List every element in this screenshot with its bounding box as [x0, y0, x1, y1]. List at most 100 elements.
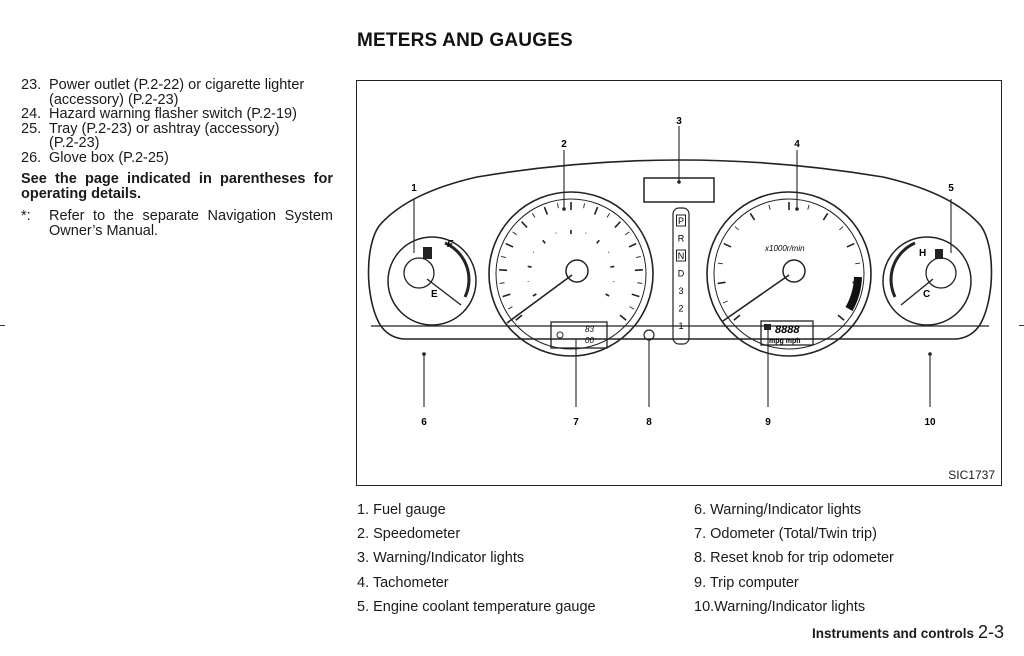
speedometer-inner-tick	[542, 239, 546, 244]
fuel-empty-mark: E	[431, 289, 438, 300]
trip-computer-digits: 8888	[775, 324, 800, 336]
speedometer-tick	[614, 221, 621, 228]
speedometer-tick	[543, 206, 549, 215]
tachometer-dial	[706, 191, 872, 357]
item-text: (accessory) (P.2-23)	[49, 91, 179, 108]
fuel-gauge-dial	[387, 236, 477, 326]
gear-position-R: R	[678, 234, 685, 244]
tachometer-tick	[723, 242, 732, 248]
callout-leaders	[413, 126, 952, 407]
temp-gauge-needle	[900, 278, 934, 306]
speedometer-tick	[515, 314, 523, 321]
footnote: *: Refer to the separate Navigation Syst…	[21, 209, 333, 238]
item-text: (P.2-23)	[49, 135, 100, 151]
operating-note: See the page indicated in parentheses fo…	[21, 171, 333, 202]
item-text: Hazard warning flasher switch (P.2-19)	[49, 106, 297, 122]
fuel-gauge-scale	[444, 241, 471, 298]
temp-hot-mark: H	[919, 248, 926, 259]
item-text: Tray (P.2-23) or ashtray (accessory)	[49, 120, 280, 137]
gear-highlight-box	[676, 214, 686, 227]
speedometer-needle	[506, 274, 573, 324]
item-number: 25.	[21, 120, 42, 137]
tachometer-tick	[855, 262, 861, 265]
gear-position-1: 1	[678, 321, 683, 331]
speedometer-inner-tick	[608, 251, 610, 253]
list-item: 24. Hazard warning flasher switch (P.2-1…	[21, 107, 333, 122]
footnote-text: Refer to the separate Navigation System …	[49, 208, 333, 239]
speedometer-tick	[625, 231, 630, 236]
fuel-full-mark: F	[447, 239, 454, 250]
cluster-illustration: F E H C 83 00 x1000r/min 8888 mpg mph	[367, 116, 993, 428]
gear-indicator-panel	[672, 207, 690, 345]
page-title: METERS AND GAUGES	[357, 30, 573, 51]
speedometer-tick	[637, 282, 643, 284]
tachometer-tick	[768, 204, 771, 210]
gear-position-P: P	[678, 216, 684, 226]
speedometer-tick	[531, 213, 536, 218]
callout-9: 9	[765, 417, 771, 428]
reference-list: 23. Power outlet (P.2-22) or cigarette l…	[21, 78, 333, 238]
speedometer-inner-tick	[605, 293, 610, 297]
speedometer-inner-tick	[527, 265, 532, 268]
odometer-mode-icon	[556, 331, 564, 339]
tachometer-tick	[837, 314, 845, 321]
legend-item: 1. Fuel gauge	[357, 502, 446, 518]
gear-position-2: 2	[678, 304, 683, 314]
tachometer-unit-label: x1000r/min	[764, 244, 805, 253]
speedometer-inner-tick	[596, 239, 600, 244]
legend-item: 10.Warning/Indicator lights	[694, 598, 866, 615]
temp-gauge-dial	[882, 236, 972, 326]
callout-3: 3	[676, 116, 682, 127]
tachometer-tick	[717, 281, 726, 285]
odometer-total: 83	[585, 325, 594, 334]
legend-left: 1. Fuel gauge 2. Speedometer 3. Warning/…	[357, 501, 596, 622]
tachometer-tick	[839, 226, 844, 231]
speedometer-hub	[565, 259, 589, 283]
tachometer-tick	[822, 212, 829, 221]
speedometer-ticks	[499, 202, 643, 321]
tachometer-tick	[717, 262, 723, 265]
item-number: 26.	[21, 149, 42, 166]
callout-6: 6	[421, 417, 427, 428]
page-number: 2-3	[977, 622, 1004, 642]
callout-2: 2	[561, 139, 567, 150]
legend-item: 3. Warning/Indicator lights	[357, 550, 525, 567]
fuel-gauge-hub	[403, 257, 435, 289]
tachometer-tick	[846, 242, 855, 248]
callout-dots	[422, 180, 932, 356]
item-text: Glove box (P.2-25)	[49, 149, 169, 166]
odometer-trip: 00	[585, 336, 594, 345]
speedometer-tick	[512, 231, 517, 236]
speedometer-tick	[606, 213, 611, 218]
legend-item: 7. Odometer (Total/Twin trip)	[694, 526, 877, 543]
speedometer-inner-tick	[532, 251, 534, 253]
callout-10: 10	[924, 417, 936, 428]
speedometer-tick	[507, 306, 513, 310]
speedometer-tick	[635, 255, 641, 259]
callout-7: 7	[573, 417, 579, 428]
speedometer-tick	[629, 306, 635, 310]
list-item: 26. Glove box (P.2-25)	[21, 149, 333, 166]
speedometer-tick	[583, 203, 585, 209]
tachometer-tick	[722, 300, 728, 304]
speedometer-tick	[628, 242, 637, 248]
tachometer-redzone	[845, 276, 862, 311]
speedometer-bezel	[495, 198, 647, 350]
fuel-pump-icon	[423, 247, 432, 259]
speedometer-inner-tick	[532, 293, 537, 297]
temperature-icon	[935, 249, 943, 259]
speedometer-dial	[488, 191, 654, 357]
left-edge-mark	[0, 325, 5, 326]
list-item: 23. Power outlet (P.2-22) or cigarette l…	[21, 78, 333, 107]
fuel-gauge-needle	[426, 278, 462, 306]
tachometer-hub	[782, 259, 806, 283]
gear-position-D: D	[678, 269, 685, 279]
speedometer-tick	[521, 221, 528, 228]
list-item: 25. Tray (P.2-23) or ashtray (accessory)…	[21, 120, 333, 151]
callout-4: 4	[794, 139, 800, 150]
speedometer-tick	[499, 282, 505, 284]
gear-position-N: N	[678, 251, 685, 261]
tachometer-tick	[733, 314, 741, 321]
tachometer-tick	[734, 226, 739, 231]
